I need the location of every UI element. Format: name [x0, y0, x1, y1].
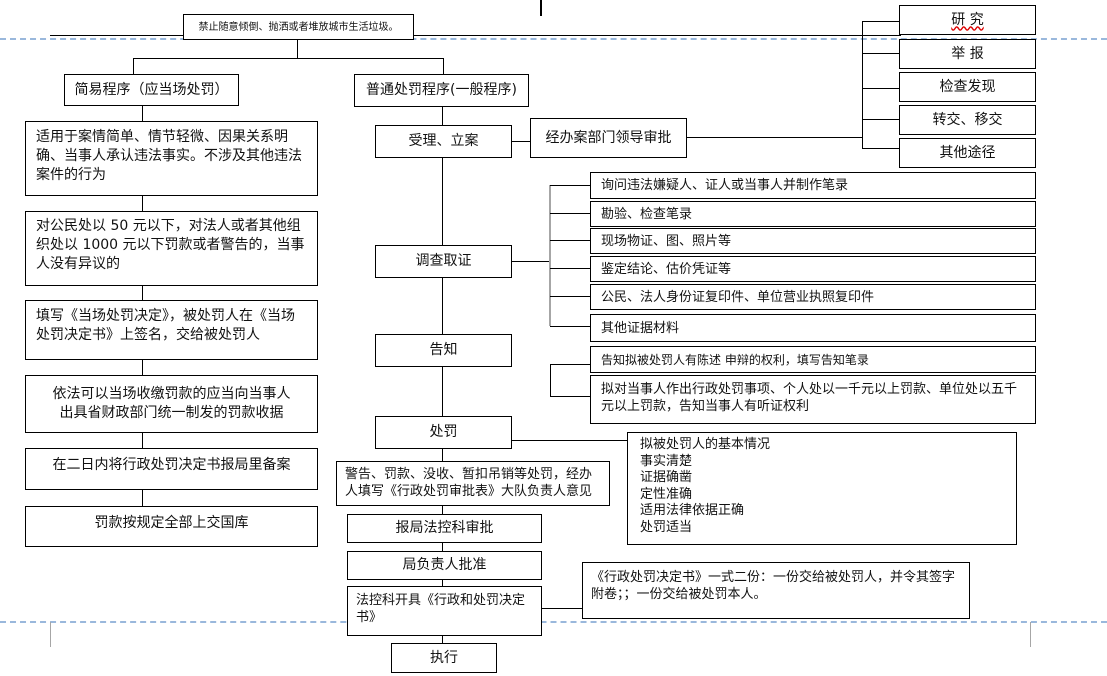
source-transfer: 转交、移交 — [899, 105, 1036, 135]
criteria-item: 适用法律依据正确 — [640, 503, 745, 518]
dept-approval-box: 经办案部门领导审批 — [530, 118, 687, 158]
connector — [442, 506, 443, 515]
connector — [142, 286, 143, 301]
criteria-item: 事实清楚 — [640, 453, 693, 469]
connector — [512, 440, 628, 441]
connector — [442, 449, 443, 461]
issue-decision-box: 法控科开具《行政和处罚决定书》 — [347, 586, 542, 636]
source-inspection: 检查发现 — [899, 72, 1036, 102]
execute-box: 执行 — [391, 643, 497, 673]
connector — [442, 107, 443, 126]
criteria-item: 定性准确 — [640, 486, 693, 502]
evidence-item-4: 鉴定结论、估价凭证等 — [590, 256, 1036, 282]
simple-step-6: 罚款按规定全部上交国库 — [25, 506, 318, 547]
evidence-item-3: 现场物证、图、照片等 — [590, 228, 1036, 254]
connector — [862, 148, 899, 149]
connector — [862, 21, 863, 149]
evidence-item-1: 询问违法嫌疑人、证人或当事人并制作笔录 — [590, 172, 1036, 199]
connector — [550, 240, 590, 241]
simple-step-3: 填写《当场处罚决定》，被处罚人在《当场处罚决定书》上签名，交给被处罚人 — [25, 300, 318, 360]
connector — [550, 364, 551, 396]
notify-box: 告知 — [375, 334, 512, 367]
punish-box: 处罚 — [375, 416, 512, 449]
connector — [550, 213, 590, 214]
connector — [142, 490, 143, 506]
simple-step-5: 在二日内将行政处罚决定书报局里备案 — [25, 448, 318, 490]
banner-box: 禁止随意倾倒、抛洒或者堆放城市生活垃圾。 — [183, 14, 414, 40]
crop-mark-bottom-left — [50, 622, 51, 647]
page-margin-guide-top — [0, 38, 1107, 40]
connector — [512, 141, 531, 142]
simple-step-1: 适用于案情简单、情节轻微、因果关系明确、当事人承认违法事实。不涉及其他违法案件的… — [25, 121, 318, 196]
accept-case-box: 受理、立案 — [375, 125, 512, 158]
connector — [413, 35, 901, 36]
connector — [142, 106, 143, 121]
connector — [550, 326, 590, 327]
simple-step-2: 对公民处以 50 元以下，对法人或者其他组织处以 1000 元以下罚款或者警告的… — [25, 211, 318, 286]
connector — [442, 580, 443, 587]
legal-review-box: 报局法控科审批 — [347, 514, 542, 543]
source-research: 研 究 — [899, 5, 1036, 35]
criteria-item: 证据确凿 — [640, 470, 693, 485]
connector — [442, 543, 443, 552]
connector — [862, 119, 899, 120]
banner-text: 禁止随意倾倒、抛洒或者堆放城市生活垃圾。 — [198, 21, 399, 33]
connector — [442, 367, 443, 417]
evidence-item-5: 公民、法人身份证复印件、单位营业执照复印件 — [590, 284, 1036, 310]
connector — [142, 196, 143, 211]
connector — [862, 21, 899, 22]
connector — [142, 433, 143, 448]
connector — [542, 608, 583, 609]
criteria-item: 拟被处罚人的基本情况 — [640, 437, 771, 452]
punish-types-box: 警告、罚款、没收、暂扣吊销等处罚，经办人填写《行政处罚审批表》大队负责人意见 — [336, 461, 610, 506]
connector — [297, 40, 298, 58]
connector — [442, 158, 443, 245]
crop-mark-bottom-right — [1030, 622, 1031, 647]
connector — [550, 396, 590, 397]
connector — [550, 296, 590, 297]
connector — [133, 58, 443, 59]
punish-criteria-box: 拟被处罚人的基本情况 事实清楚 证据确凿 定性准确 适用法律依据正确 处罚适当 — [627, 432, 1017, 545]
text-cursor — [540, 0, 542, 16]
connector — [133, 58, 134, 75]
connector — [443, 58, 444, 75]
connector — [142, 360, 143, 375]
evidence-item-2: 勘验、检查笔录 — [590, 201, 1036, 227]
connector — [862, 88, 899, 89]
source-report: 举 报 — [899, 39, 1036, 69]
simple-procedure-title: 简易程序（应当场处罚） — [64, 74, 239, 106]
connector — [50, 35, 183, 36]
connector — [687, 137, 862, 138]
investigate-box: 调查取证 — [375, 245, 512, 278]
connector — [442, 278, 443, 335]
simple-step-4: 依法可以当场收缴罚款的应当向当事人 出具省财政部门统一制发的罚款收据 — [25, 375, 318, 433]
connector — [442, 636, 443, 644]
connector — [550, 268, 590, 269]
notify-item-2: 拟对当事人作出行政处罚事项、个人处以一千元以上罚款、单位处以五千元以上罚款，告知… — [590, 375, 1036, 424]
source-other: 其他途径 — [899, 138, 1036, 168]
connector — [549, 185, 551, 326]
evidence-item-6: 其他证据材料 — [590, 314, 1036, 342]
connector — [550, 364, 590, 365]
connector — [512, 261, 550, 262]
criteria-item: 处罚适当 — [640, 519, 693, 535]
connector — [862, 53, 899, 54]
general-procedure-title: 普通处罚程序(一般程序) — [354, 74, 529, 107]
chief-approval-box: 局负责人批准 — [347, 551, 542, 580]
decision-copies-box: 《行政处罚决定书》一式二份：一份交给被处罚人，并令其签字附卷；；一份交给被处罚本… — [582, 562, 970, 619]
connector — [550, 185, 590, 186]
notify-item-1: 告知拟被处罚人有陈述 申辩的权利，填写告知笔录 — [590, 346, 1036, 373]
page-margin-guide-bottom — [0, 621, 1107, 623]
